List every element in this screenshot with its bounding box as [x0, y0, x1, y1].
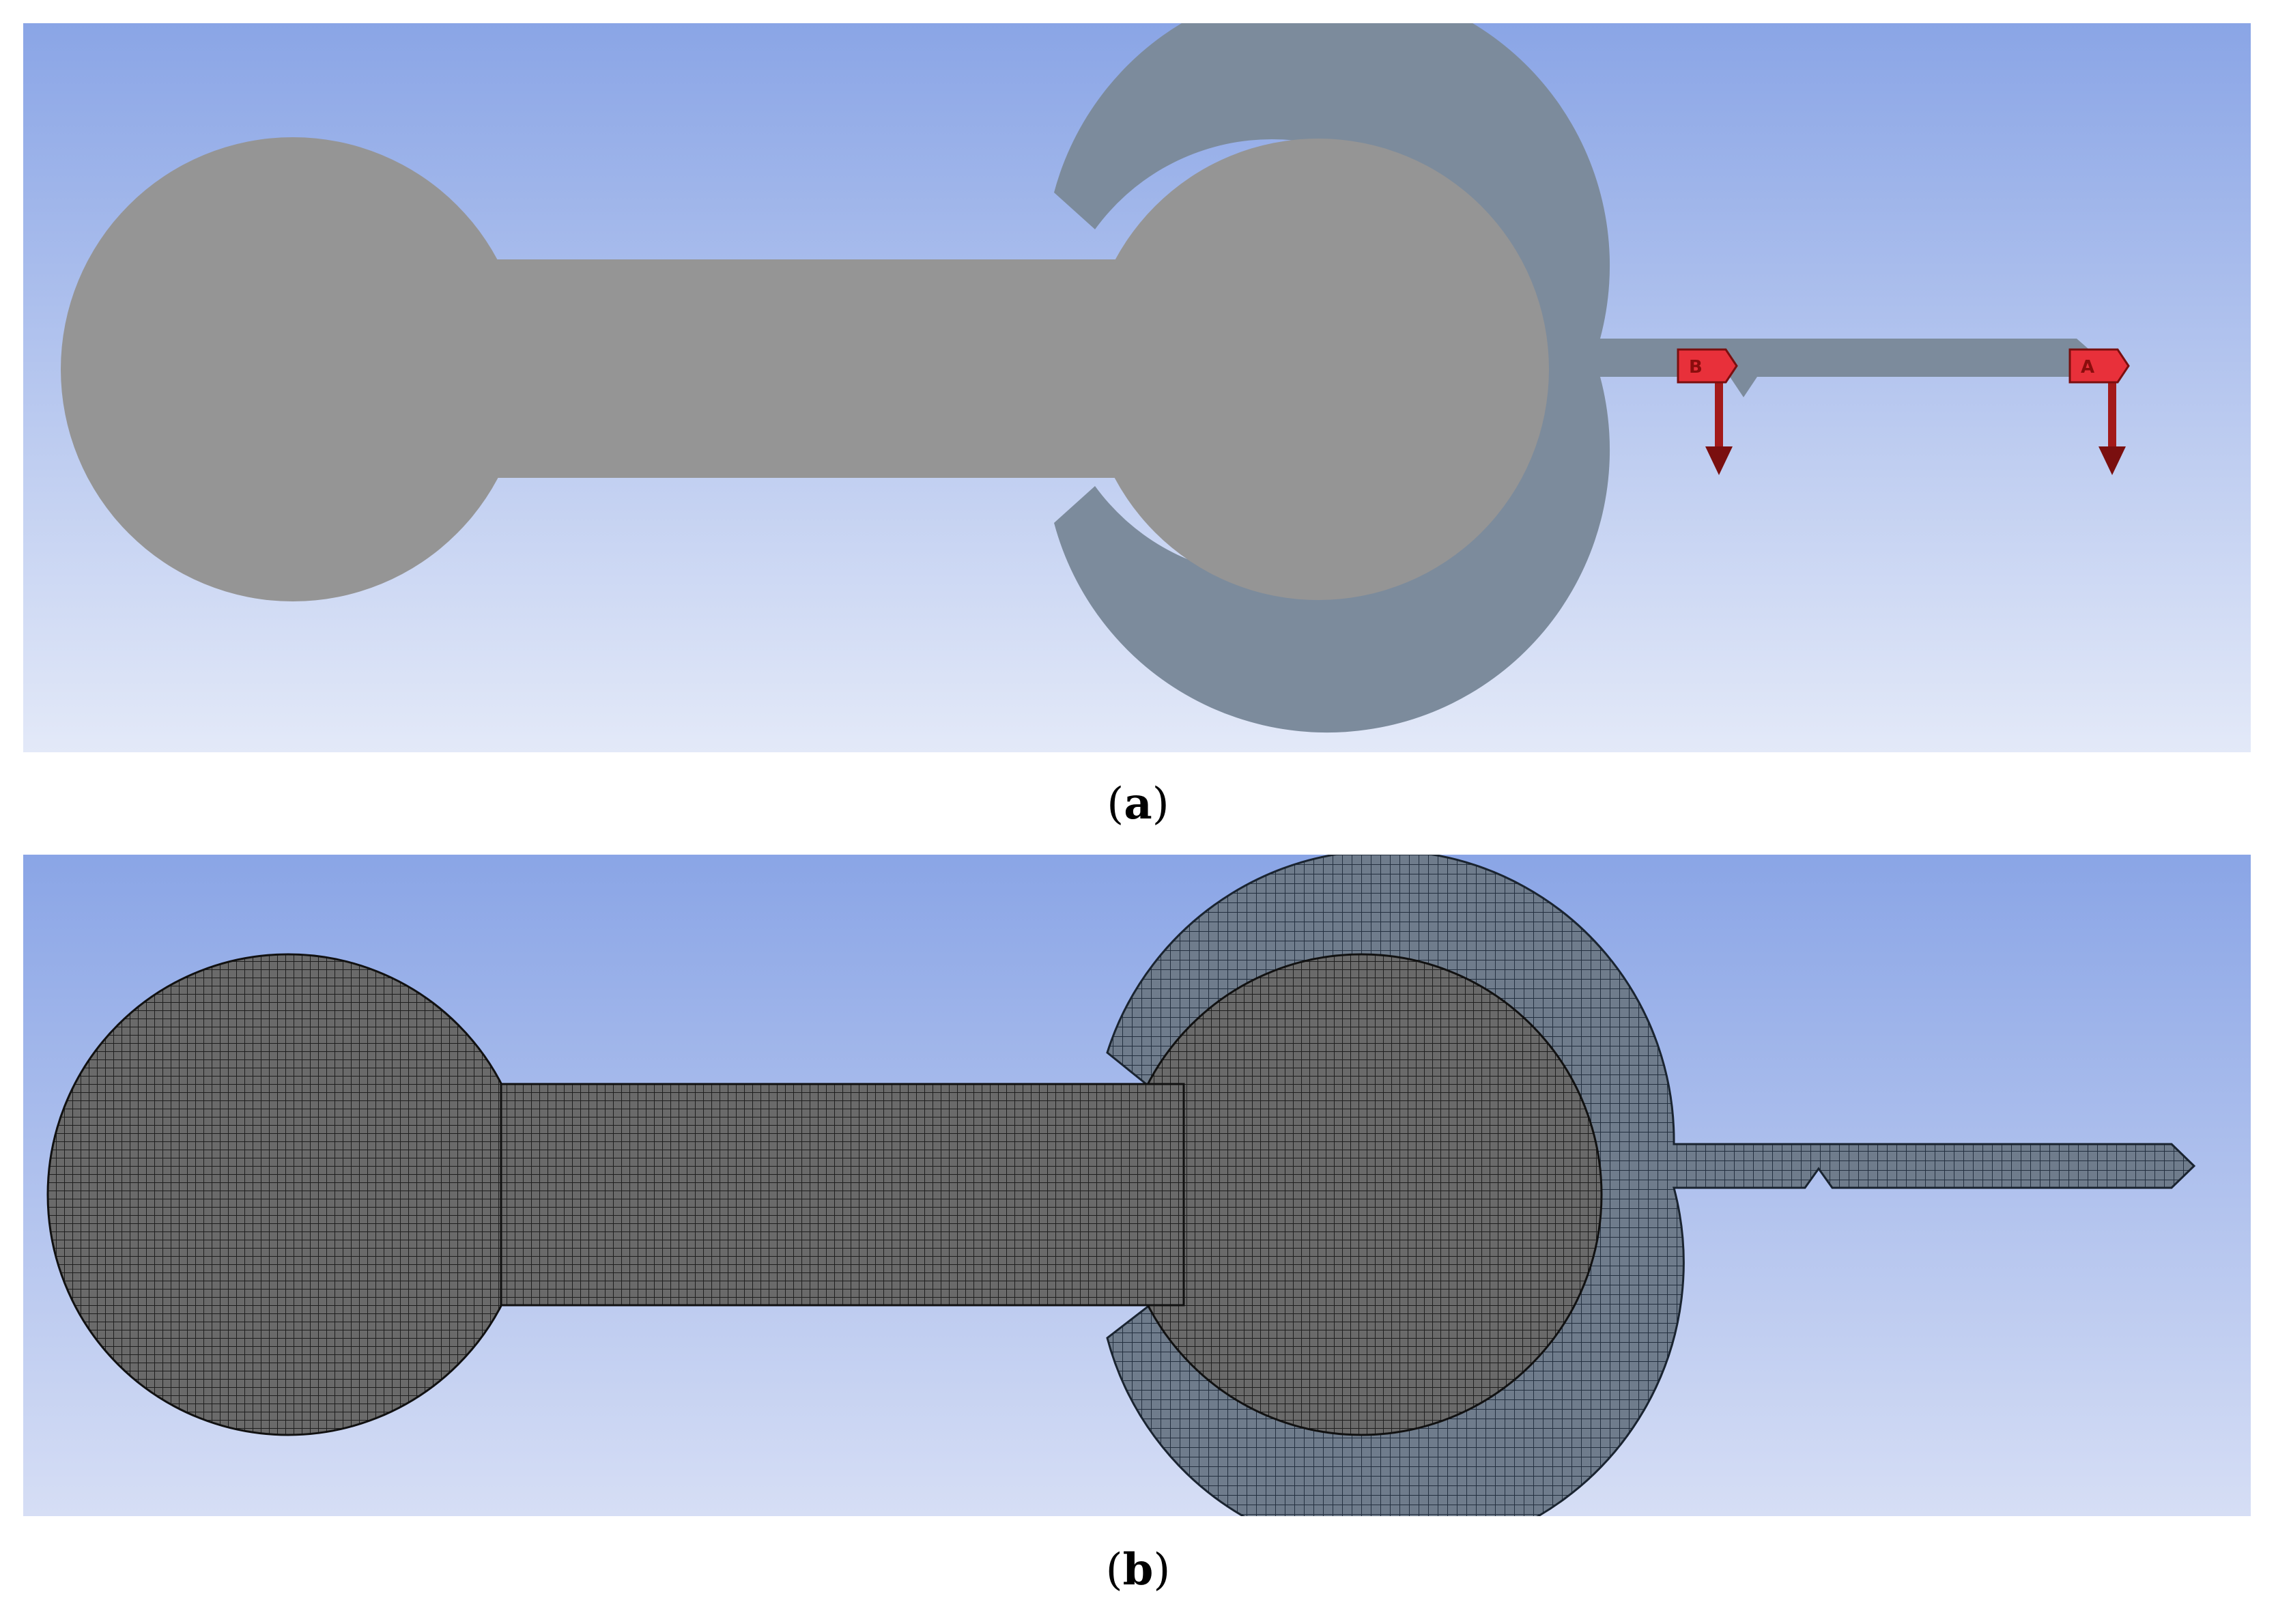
load-a-arrow-shaft — [2108, 362, 2116, 455]
mesh-view — [23, 855, 2251, 1516]
pin-part — [1054, 23, 2099, 733]
caption-a-close: ) — [1152, 779, 1169, 829]
load-a-label: A — [2081, 357, 2094, 377]
caption-a-open: ( — [1107, 779, 1124, 829]
left-grip-circle — [61, 137, 525, 601]
caption-a-letter: a — [1124, 778, 1152, 829]
right-grip-mesh — [1120, 953, 1603, 1436]
caption-b: (b) — [0, 1544, 2276, 1595]
specimen-part — [61, 137, 1549, 601]
geometry-view: B A — [23, 23, 2251, 752]
load-a-arrow-head — [2099, 446, 2126, 475]
specimen-mesh — [46, 953, 1603, 1436]
load-a-flag — [2068, 348, 2130, 384]
left-grip-mesh — [46, 953, 530, 1436]
caption-b-close: ) — [1153, 1545, 1171, 1595]
load-b-arrow-head — [1705, 446, 1733, 475]
load-b-arrow-shaft — [1715, 362, 1723, 455]
load-b-marker: B — [1677, 348, 1738, 475]
gauge-section-mesh — [500, 1083, 1185, 1307]
right-grip-circle — [1087, 139, 1549, 600]
caption-b-letter: b — [1122, 1544, 1154, 1595]
caption-a: (a) — [0, 778, 2276, 829]
load-a-marker: A — [2068, 348, 2130, 475]
load-b-label: B — [1689, 357, 1703, 377]
gauge-section — [487, 259, 1122, 478]
geometry-viewport: B A — [23, 23, 2251, 752]
load-b-flag — [1677, 348, 1738, 384]
caption-b-open: ( — [1105, 1545, 1123, 1595]
mesh-viewport — [23, 855, 2251, 1516]
